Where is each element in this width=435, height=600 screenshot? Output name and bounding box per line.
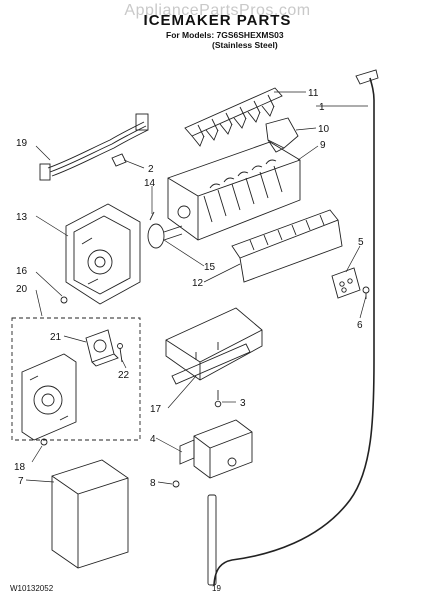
- callout-5: 5: [358, 237, 364, 248]
- part-screw-16: [60, 296, 68, 304]
- callout-7: 7: [18, 476, 24, 487]
- watermark: AppliancePartsPros.com: [124, 2, 311, 19]
- part-drive-cam: [147, 211, 183, 249]
- callout-12: 12: [192, 278, 204, 289]
- callout-16: 16: [16, 266, 28, 277]
- part-ice-mold: [167, 141, 301, 241]
- part-foam-block: [51, 459, 129, 569]
- footer-code: W10132052: [10, 584, 54, 593]
- callout-20: 20: [16, 284, 28, 295]
- callout-8: 8: [150, 478, 156, 489]
- leader-lines: [25, 91, 368, 485]
- part-water-valve: [179, 419, 253, 479]
- part-motor: [85, 329, 119, 367]
- finish-line: (Stainless Steel): [212, 40, 278, 50]
- part-module-housing: [65, 203, 141, 305]
- callout-6: 6: [357, 320, 363, 331]
- callout-13: 13: [16, 212, 28, 223]
- callout-2: 2: [148, 164, 154, 175]
- part-fill-tube: [207, 69, 379, 586]
- callout-4: 4: [150, 434, 156, 445]
- part-mounting-bracket: [331, 267, 361, 299]
- callout-19: 19: [16, 138, 28, 149]
- part-ejector-comb: [184, 87, 283, 147]
- callout-14: 14: [144, 178, 156, 189]
- part-screw-22: [117, 343, 123, 363]
- page-number: 19: [212, 584, 221, 593]
- callout-3: 3: [240, 398, 246, 409]
- callout-22: 22: [118, 370, 130, 381]
- callout-1: 1: [319, 102, 325, 113]
- callout-9: 9: [320, 140, 326, 151]
- part-shut-off-bracket: [231, 209, 343, 283]
- callout-21: 21: [50, 332, 62, 343]
- part-drip-tray: [165, 307, 263, 385]
- part-module-plate: [21, 353, 77, 441]
- models-line: For Models: 7GS6SHEXMS03: [166, 30, 284, 40]
- part-screw-18: [40, 438, 48, 446]
- callout-10: 10: [318, 124, 330, 135]
- callout-17: 17: [150, 404, 162, 415]
- part-mold-cover: [265, 117, 299, 153]
- part-screw-3: [214, 390, 222, 408]
- callout-18: 18: [14, 462, 26, 473]
- callout-labels: 1 2 3 4 5 6 7 8 9 10 11 12 13 14 15 16 1…: [14, 88, 364, 489]
- page-title: ICEMAKER PARTS: [143, 12, 292, 29]
- part-wire-harness: [39, 113, 149, 181]
- part-group-box: [11, 317, 141, 441]
- part-clip: [111, 153, 127, 167]
- part-screw-8: [172, 480, 180, 488]
- callout-11: 11: [308, 88, 319, 99]
- callout-15: 15: [204, 262, 216, 273]
